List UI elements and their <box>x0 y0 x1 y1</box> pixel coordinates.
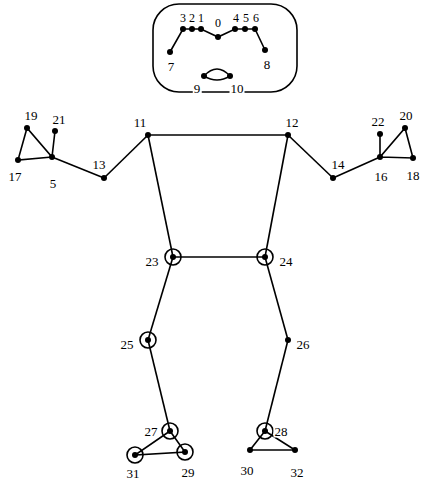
landmark-number: 13 <box>92 158 107 171</box>
landmark-number: 9 <box>193 82 202 95</box>
landmark-number: 17 <box>8 170 23 183</box>
landmark-number: 2 <box>189 12 195 24</box>
landmark-number: 3 <box>180 12 186 24</box>
landmark-number: 24 <box>279 255 294 268</box>
landmark-number: 18 <box>406 169 421 182</box>
landmark-number: 30 <box>240 464 255 477</box>
landmark-number: 1 <box>198 12 204 24</box>
landmark-number: 12 <box>285 116 300 129</box>
landmark-number: 32 <box>290 466 305 479</box>
landmark-number: 22 <box>371 115 386 128</box>
landmark-number: 25 <box>120 338 135 351</box>
landmark-number: 20 <box>399 109 414 122</box>
landmark-number: 23 <box>145 255 160 268</box>
landmark-number: 31 <box>126 467 141 480</box>
landmark-number: 11 <box>133 116 148 129</box>
landmark-number: 0 <box>215 17 221 29</box>
landmark-number: 5 <box>243 12 249 24</box>
landmark-number: 10 <box>230 82 245 95</box>
landmark-number: 27 <box>144 425 159 438</box>
landmark-number: 6 <box>253 12 259 24</box>
landmark-number: 16 <box>374 170 389 183</box>
landmark-number: 14 <box>331 158 346 171</box>
landmark-number: 19 <box>24 109 39 122</box>
landmark-number: 7 <box>167 60 176 73</box>
landmark-number: 4 <box>233 12 239 24</box>
landmark-number: 21 <box>52 113 67 126</box>
landmark-number: 8 <box>263 58 272 71</box>
landmark-number: 29 <box>181 466 196 479</box>
landmark-number: 5 <box>49 177 58 190</box>
landmark-number: 28 <box>274 425 289 438</box>
landmark-number: 26 <box>296 338 311 351</box>
